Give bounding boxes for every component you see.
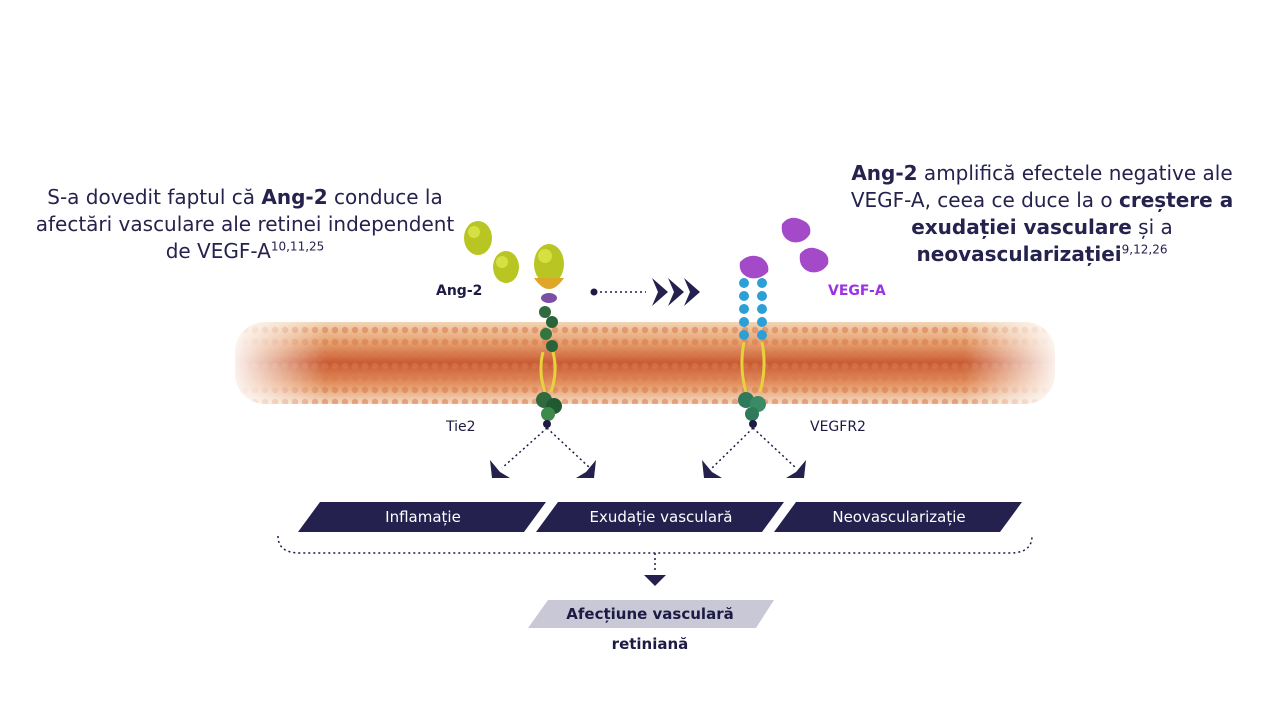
- right-text-bold-ang2: Ang-2: [851, 161, 918, 185]
- outcome-box: [528, 600, 774, 628]
- right-text-bold-exudatie: creștere a exudației vasculare: [911, 188, 1234, 239]
- banner-label-neovascularizatie: Neovascularizație: [832, 508, 966, 526]
- vegfa-molecule-icon: [739, 217, 829, 279]
- label-ang2: Ang-2: [436, 283, 483, 299]
- activation-arrow-icon: [590, 278, 700, 306]
- left-text-part2: conduce la afectări vasculare ale retine…: [35, 185, 455, 263]
- left-description: S-a dovedit faptul că Ang-2 conduce la a…: [30, 184, 460, 265]
- tie2-receptor-icon: [534, 244, 564, 428]
- left-text-part1: S-a dovedit faptul că: [47, 185, 262, 209]
- banner-inflamatie: [298, 502, 546, 532]
- banner-neovascularizatie: [774, 502, 1022, 532]
- left-text-bold-ang2: Ang-2: [261, 185, 328, 209]
- label-vegfa: VEGF-A: [828, 283, 886, 299]
- cell-membrane: [225, 318, 1065, 408]
- ang2-molecule-icon: [464, 221, 519, 283]
- right-text-part2: și a: [1131, 215, 1173, 239]
- label-tie2: Tie2: [446, 419, 476, 435]
- banner-label-inflamatie: Inflamație: [385, 508, 461, 526]
- outcome-label: Afecțiune vasculară retiniană: [566, 605, 734, 653]
- vegfr2-receptor-icon: [738, 278, 767, 428]
- right-text-bold-neovasc: neovascularizației: [916, 242, 1122, 266]
- right-text-part1: amplifică efectele negative ale VEGF-A, …: [850, 161, 1233, 212]
- right-text-refs: 9,12,26: [1121, 242, 1168, 257]
- convergence-bracket: [277, 535, 1033, 586]
- label-vegfr2: VEGFR2: [810, 419, 866, 435]
- banner-exudatie: [536, 502, 784, 532]
- banner-label-exudatie: Exudație vasculară: [589, 508, 733, 526]
- left-text-refs: 10,11,25: [270, 239, 325, 254]
- tie2-signal-arrows: [490, 427, 596, 478]
- vegfr2-signal-arrows: [702, 427, 806, 478]
- right-description: Ang-2 amplifică efectele negative ale VE…: [842, 160, 1242, 268]
